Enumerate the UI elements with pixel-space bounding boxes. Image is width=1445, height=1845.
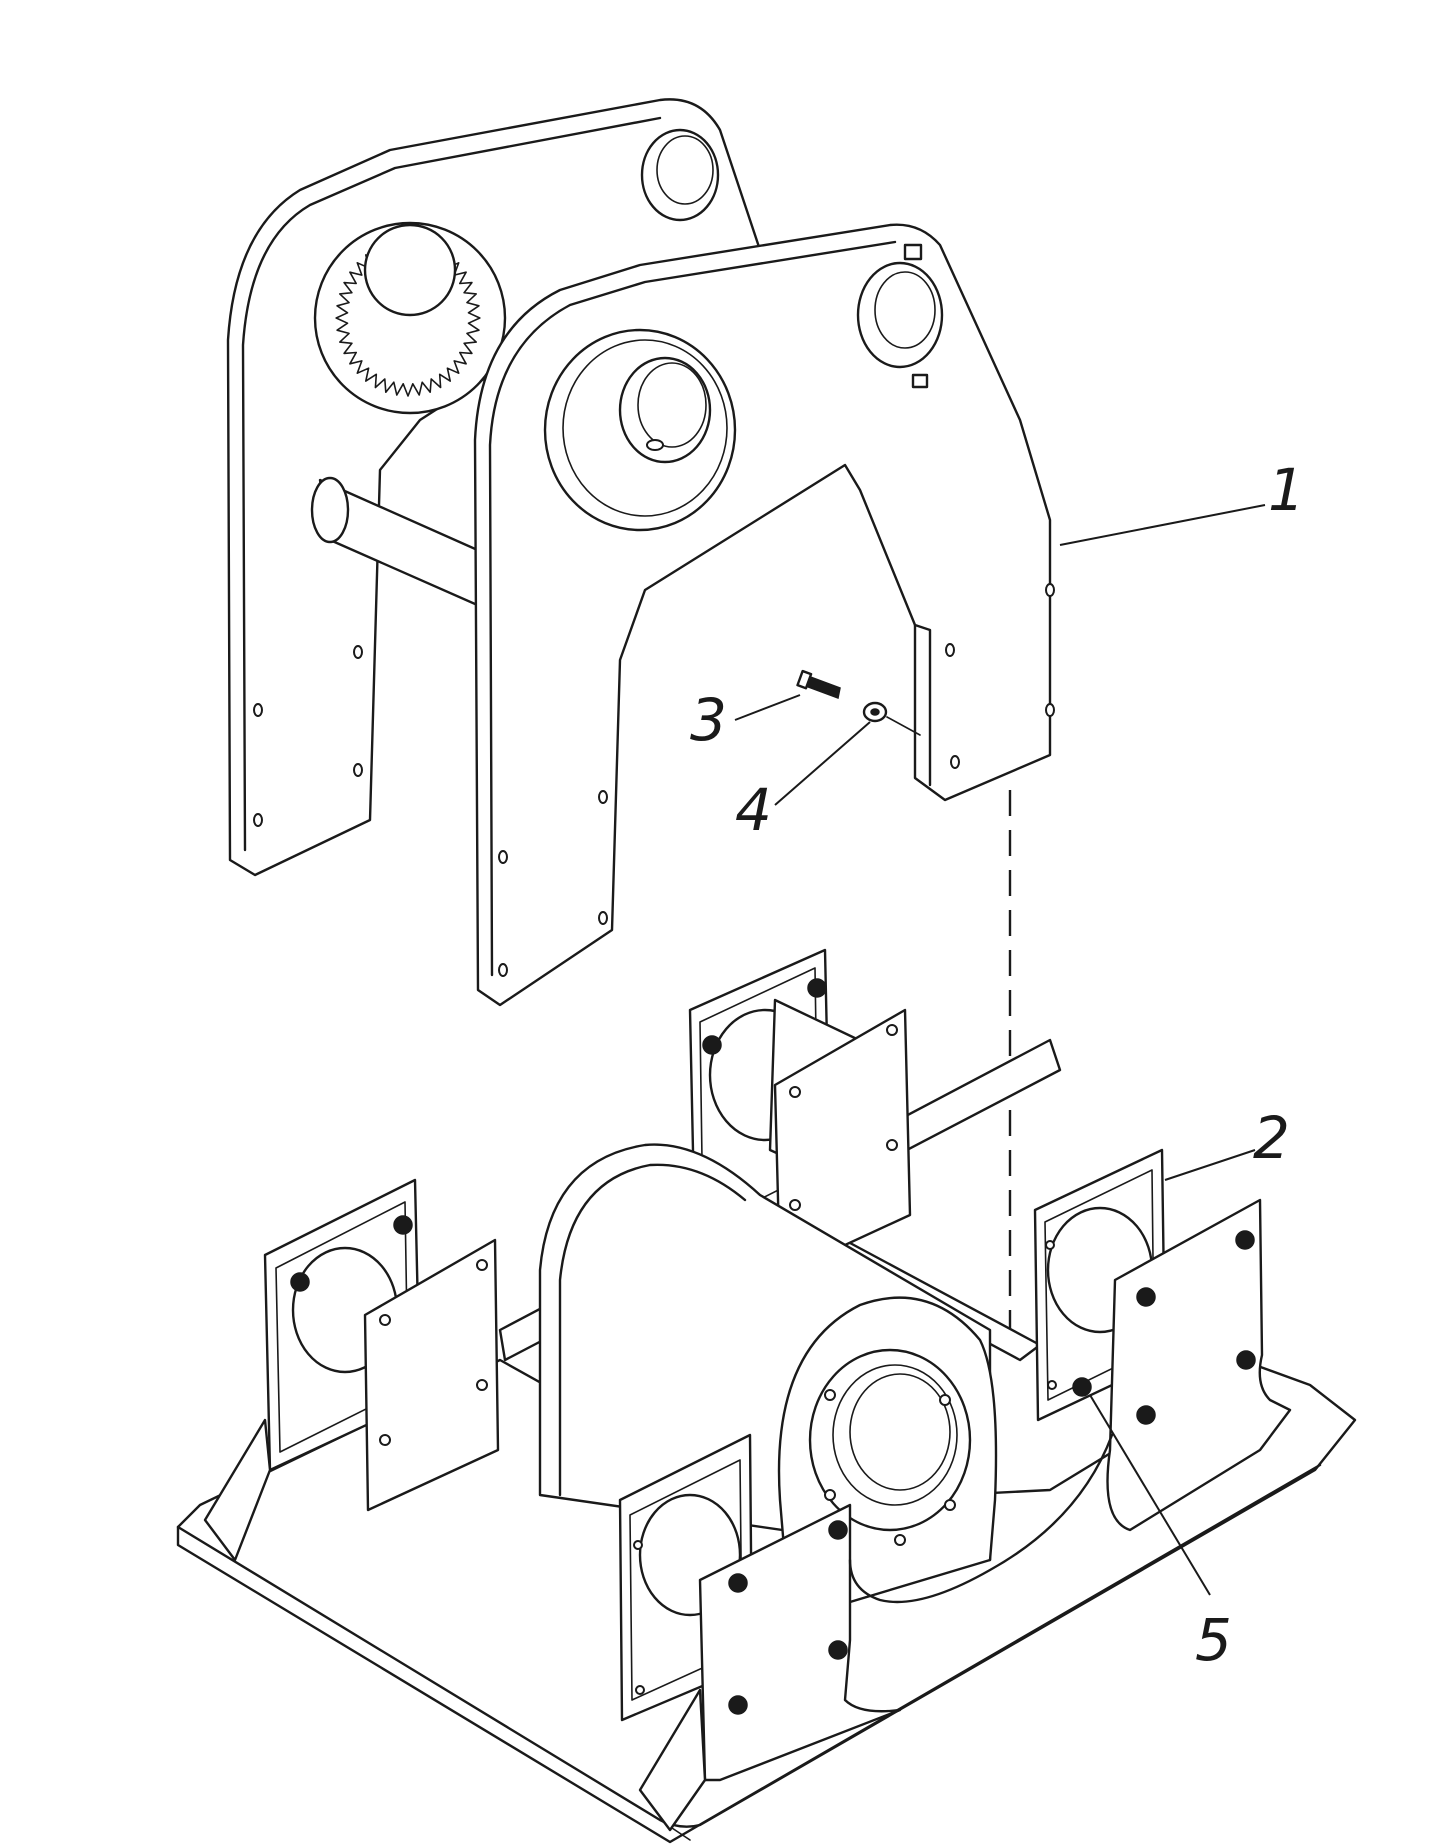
washer-part-4 <box>862 701 888 723</box>
bolt-part-3 <box>796 669 841 700</box>
leader-line-5 <box>1089 1394 1211 1596</box>
cross-tube <box>310 476 502 617</box>
bracket-front-plate <box>473 223 1055 1007</box>
callout-2: 2 <box>1253 1104 1290 1172</box>
callout-3: 3 <box>690 686 727 754</box>
leader-line-4 <box>774 721 871 806</box>
callout-4: 4 <box>735 776 772 844</box>
mount-front-center <box>618 1433 902 1832</box>
mount-right <box>848 1148 1292 1604</box>
upper-bracket <box>226 98 1055 1007</box>
mount-rear-left <box>688 948 912 1277</box>
leader-line-3 <box>734 694 801 721</box>
leader-line-1 <box>1059 504 1266 546</box>
mount-left <box>203 1178 500 1562</box>
nut-part-5 <box>1072 1377 1092 1397</box>
callout-5: 5 <box>1195 1606 1232 1674</box>
callout-1: 1 <box>1268 456 1305 524</box>
leader-line-2 <box>1164 1149 1256 1181</box>
base-plate-assembly <box>176 948 1357 1844</box>
